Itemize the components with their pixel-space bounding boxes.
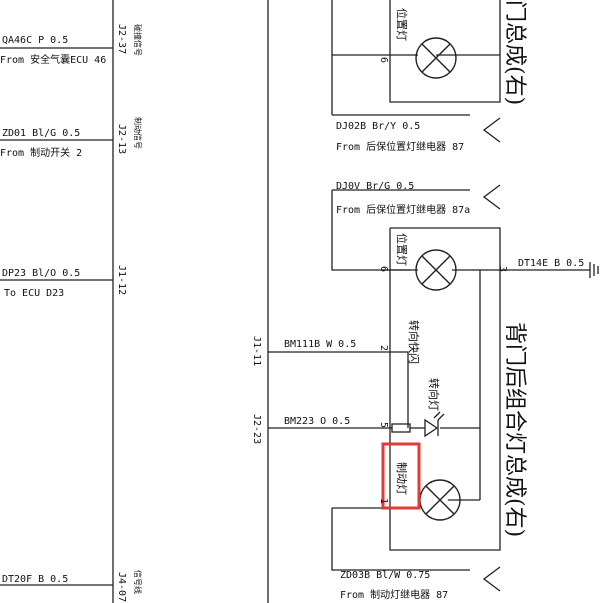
- highlight-box: [381, 442, 421, 510]
- position-lamp-label: 位置灯: [395, 233, 409, 266]
- top-connector-arrow: [482, 117, 501, 143]
- brake-source-label: From 制动灯继电器 87: [340, 588, 448, 601]
- turn-lamp-label: 转向灯: [427, 378, 441, 411]
- signal-note: 碰撞信号: [133, 24, 143, 56]
- led-icon: [424, 411, 445, 438]
- signal-note: 信号线: [133, 570, 143, 594]
- pin-number: 1: [378, 498, 389, 504]
- left-wire-label: DP23 Bl/O 0.5: [2, 268, 80, 279]
- connector-pin-label: J2-13: [116, 124, 127, 154]
- left-wire-label: QA46C P 0.5: [2, 35, 68, 46]
- left-source-label: To ECU D23: [4, 288, 64, 299]
- brake-lamp-label: 制动灯: [395, 462, 408, 495]
- left-source-label: From 制动开关 2: [0, 146, 82, 159]
- mid-connector-arrow: [482, 184, 501, 210]
- turn-flash-path: [390, 351, 409, 428]
- left-wire-label: ZD01 Bl/G 0.5: [2, 128, 80, 139]
- top-lamp-label: 位置灯: [395, 8, 409, 41]
- position-lamp-symbol: [415, 249, 457, 291]
- top-source-label: From 后保位置灯继电器 87: [336, 140, 464, 153]
- top-assembly-title: 门总成(右): [502, 0, 527, 105]
- signal-note: 制动信号: [133, 117, 143, 149]
- connector-j2-23: J2-23: [251, 414, 262, 444]
- mid-feed-line: [331, 190, 410, 271]
- turn-flash-label: 转向快闪: [407, 320, 421, 364]
- pin-number: 2: [378, 345, 389, 351]
- bottom-connector-arrow: [482, 566, 501, 592]
- pin-number: 6: [378, 57, 389, 63]
- connector-j1-11: J1-11: [251, 336, 262, 366]
- brake-wire-label: ZD03B Bl/W 0.75: [340, 570, 430, 581]
- pos-wire-label: DJ0V Br/G 0.5: [336, 181, 414, 192]
- pin-number: 3: [497, 266, 508, 272]
- left-wire-label: DT20F B 0.5: [2, 574, 68, 585]
- brake-feed-line: [331, 508, 470, 571]
- top-lamp-symbol: [415, 37, 457, 79]
- pin-number: 5: [378, 422, 389, 428]
- pos-source-label: From 后保位置灯继电器 87a: [336, 203, 470, 216]
- ground-wire-label: DT14E B 0.5: [518, 258, 584, 269]
- bottom-assembly-frame: [389, 227, 501, 551]
- bottom-assembly-title: 背门后组合灯总成(右): [502, 322, 527, 537]
- connector-pin-label: J4-07: [116, 572, 127, 602]
- turn-lamp-wire-label: BM223 O 0.5: [284, 416, 350, 427]
- connector-pin-label: J2-37: [116, 24, 127, 54]
- left-source-label: From 安全气囊ECU 46: [0, 53, 106, 66]
- resistor-symbol: [391, 423, 411, 433]
- turn-flash-wire-label: BM111B W 0.5: [284, 339, 356, 350]
- connector-pin-label: J1-12: [116, 265, 127, 295]
- top-assembly-frame: [389, 0, 501, 103]
- pin-number: 6: [378, 266, 389, 272]
- top-wire-label: DJ02B Br/Y 0.5: [336, 121, 420, 132]
